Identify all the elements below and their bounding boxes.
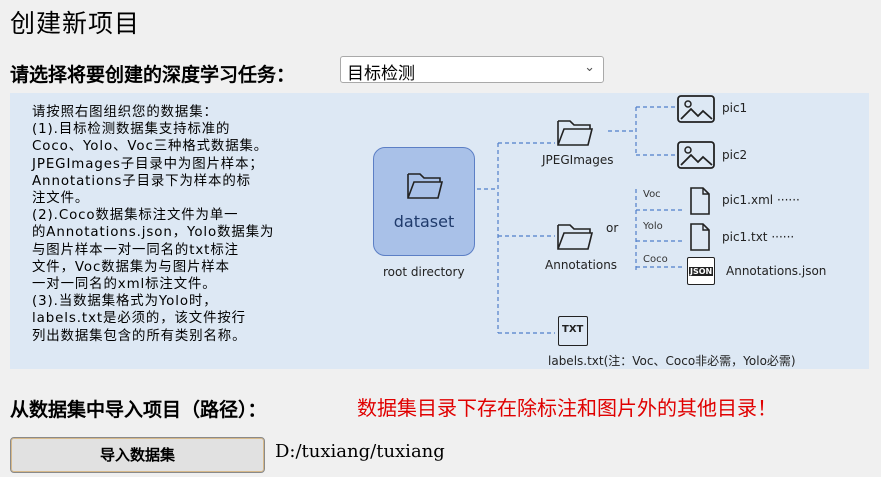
dataset-label: dataset (393, 212, 455, 231)
image-icon (677, 141, 715, 169)
dataset-root-box: dataset (373, 147, 475, 256)
instruction-line: (3).当数据集格式为Yolo时， (32, 294, 218, 310)
instruction-line: JPEGImages子目录中为图片样本； (32, 156, 264, 172)
voc-tag: Voc (643, 189, 661, 200)
page-title: 创建新项目 (10, 9, 141, 38)
folder-icon (557, 224, 594, 250)
instruction-line: (2).Coco数据集标注文件为单一 (32, 208, 239, 224)
coco-tag: Coco (643, 254, 668, 265)
file-icon (690, 187, 710, 215)
instruction-line: 的Annotations.json，Yolo数据集为 (32, 225, 275, 241)
folder-icon (407, 173, 444, 199)
xml-file-label: pic1.xml ······ (722, 193, 800, 207)
txt-file-label: pic1.txt ······ (722, 230, 795, 244)
instruction-line: labels.txt是必须的，该文件按行 (32, 311, 246, 327)
instruction-line: Annotations子目录下为样本的标 (32, 173, 251, 189)
jpegimages-label: JPEGImages (542, 153, 614, 167)
task-select[interactable]: 目标检测 ⌄ (340, 56, 604, 84)
instruction-line: 一对一同名的xml标注文件。 (32, 277, 217, 293)
instructions-text: 请按照右图组织您的数据集： (1).目标检测数据集支持标准的 Coco、Yolo… (32, 104, 322, 345)
txt-icon-text: TXT (562, 324, 584, 335)
instruction-line: Coco、Yolo、Voc三种格式数据集。 (32, 139, 269, 155)
instruction-line: 列出数据集包含的所有类别名称。 (32, 328, 247, 344)
warning-message: 数据集目录下存在除标注和图片外的其他目录！ (357, 396, 777, 420)
instruction-line: (1).目标检测数据集支持标准的 (32, 122, 231, 138)
instruction-line: 文件，Voc数据集为与图片样本 (32, 259, 230, 275)
yolo-tag: Yolo (643, 221, 663, 232)
import-path-value: D:/tuxiang/tuxiang (275, 441, 445, 462)
chevron-down-icon: ⌄ (584, 60, 595, 75)
instruction-line: 注文件。 (32, 191, 90, 207)
json-file-label: Annotations.json (726, 264, 827, 278)
or-label: or (606, 221, 619, 235)
txt-file-icon: TXT (558, 316, 588, 346)
instruction-line: 与图片样本一对一同名的txt标注 (32, 242, 239, 258)
root-directory-label: root directory (383, 265, 465, 279)
labels-note: labels.txt(注：Voc、Coco非必需，Yolo必需) (548, 354, 796, 368)
task-select-value: 目标检测 (347, 64, 415, 84)
import-dataset-button[interactable]: 导入数据集 (10, 437, 265, 473)
json-file-icon: JSON (687, 257, 715, 285)
pic1-label: pic1 (722, 101, 748, 115)
image-icon (677, 95, 715, 123)
annotations-label: Annotations (545, 258, 618, 272)
import-label: 从数据集中导入项目（路径）： (10, 399, 267, 421)
json-icon-text: JSON (689, 267, 714, 276)
folder-icon (557, 120, 594, 146)
dataset-structure-diagram: 请按照右图组织您的数据集： (1).目标检测数据集支持标准的 Coco、Yolo… (10, 93, 869, 369)
instruction-line: 请按照右图组织您的数据集： (32, 105, 218, 120)
pic2-label: pic2 (722, 148, 748, 162)
file-icon (690, 223, 710, 251)
task-select-label: 请选择将要创建的深度学习任务： (10, 64, 296, 86)
connector-lines (442, 106, 685, 334)
